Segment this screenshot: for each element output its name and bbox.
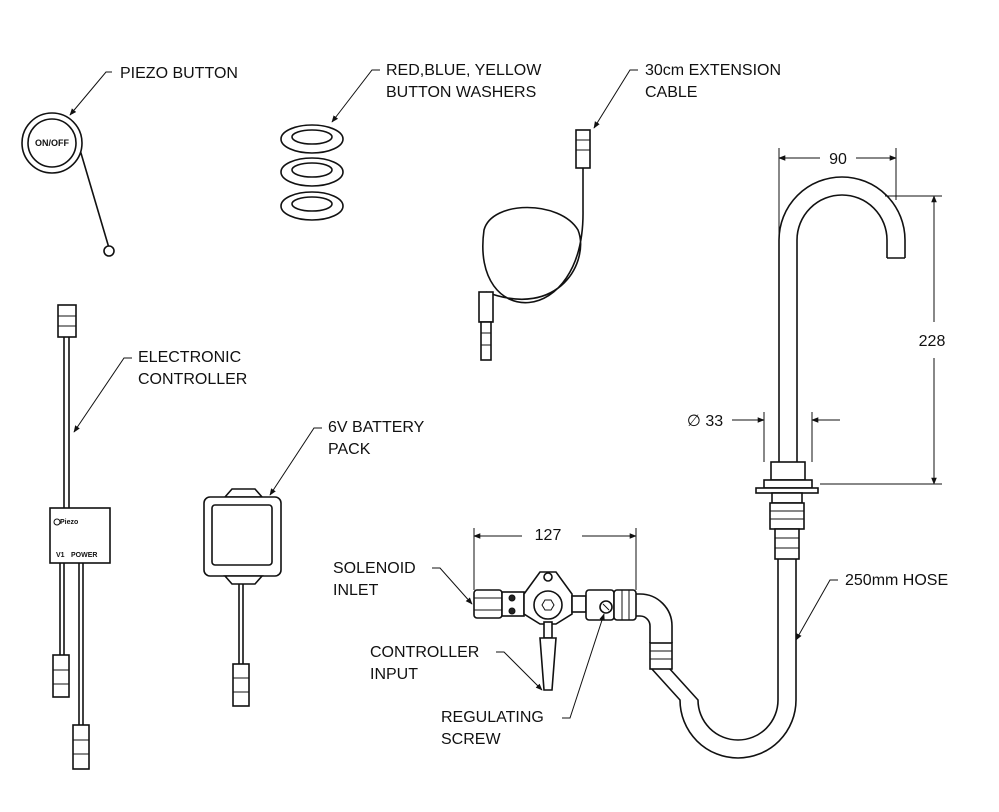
dimension-spout-height: 228	[820, 195, 946, 485]
on-off-label: ON/OFF	[35, 138, 69, 148]
solenoid-label-line2: INLET	[333, 582, 379, 599]
hose-label: 250mm HOSE	[845, 572, 948, 589]
solenoid-inlet-callout: SOLENOID INLET	[333, 560, 473, 605]
spout-reach-value: 90	[829, 151, 847, 168]
solenoid-label-line1: SOLENOID	[333, 560, 416, 577]
hose-callout: 250mm HOSE	[795, 572, 948, 641]
controller-input-callout: CONTROLLER INPUT	[370, 644, 543, 691]
battery-label-line1: 6V BATTERY	[328, 419, 425, 436]
ctrl-input-label-line1: CONTROLLER	[370, 644, 479, 661]
flexible-hose-drawing	[636, 559, 797, 759]
controller-v1-label: V1	[56, 552, 65, 559]
screw-label-line1: REGULATING	[441, 709, 544, 726]
controller-label-line1: ELECTRONIC	[138, 349, 241, 366]
washers-label-line1: RED,BLUE, YELLOW	[386, 62, 542, 79]
piezo-button-callout: PIEZO BUTTON	[69, 65, 238, 116]
extension-cable-callout: 30cm EXTENSION CABLE	[593, 62, 781, 129]
battery-pack-drawing	[203, 488, 282, 707]
button-washers-callout: RED,BLUE, YELLOW BUTTON WASHERS	[331, 62, 542, 123]
gooseneck-spout-drawing	[755, 176, 906, 560]
cable-label-line1: 30cm EXTENSION	[645, 62, 781, 79]
controller-piezo-label: Piezo	[60, 519, 78, 526]
solenoid-valve-drawing	[473, 571, 637, 691]
extension-cable-drawing	[478, 129, 591, 361]
battery-label-line2: PACK	[328, 441, 371, 458]
electronic-controller-callout: ELECTRONIC CONTROLLER	[73, 349, 247, 433]
electronic-controller-drawing: Piezo V1 POWER	[49, 304, 111, 770]
valve-length-value: 127	[535, 527, 562, 544]
regulating-screw-callout: REGULATING SCREW	[441, 613, 605, 748]
button-washers-drawing	[280, 124, 344, 221]
ctrl-input-label-line2: INPUT	[370, 666, 418, 683]
dimension-base-diameter: ∅ 33	[687, 412, 840, 462]
dimension-valve-length: 127	[473, 527, 637, 590]
controller-label-line2: CONTROLLER	[138, 371, 247, 388]
cable-label-line2: CABLE	[645, 84, 697, 101]
base-diameter-value: ∅ 33	[687, 413, 723, 430]
piezo-button-label: PIEZO BUTTON	[120, 65, 238, 82]
battery-pack-callout: 6V BATTERY PACK	[269, 419, 425, 496]
dimension-spout-reach: 90	[778, 148, 897, 240]
screw-label-line2: SCREW	[441, 731, 501, 748]
piezo-button-drawing: ON/OFF	[21, 112, 115, 257]
spout-height-value: 228	[919, 333, 946, 350]
washers-label-line2: BUTTON WASHERS	[386, 84, 536, 101]
controller-power-label: POWER	[71, 552, 97, 559]
